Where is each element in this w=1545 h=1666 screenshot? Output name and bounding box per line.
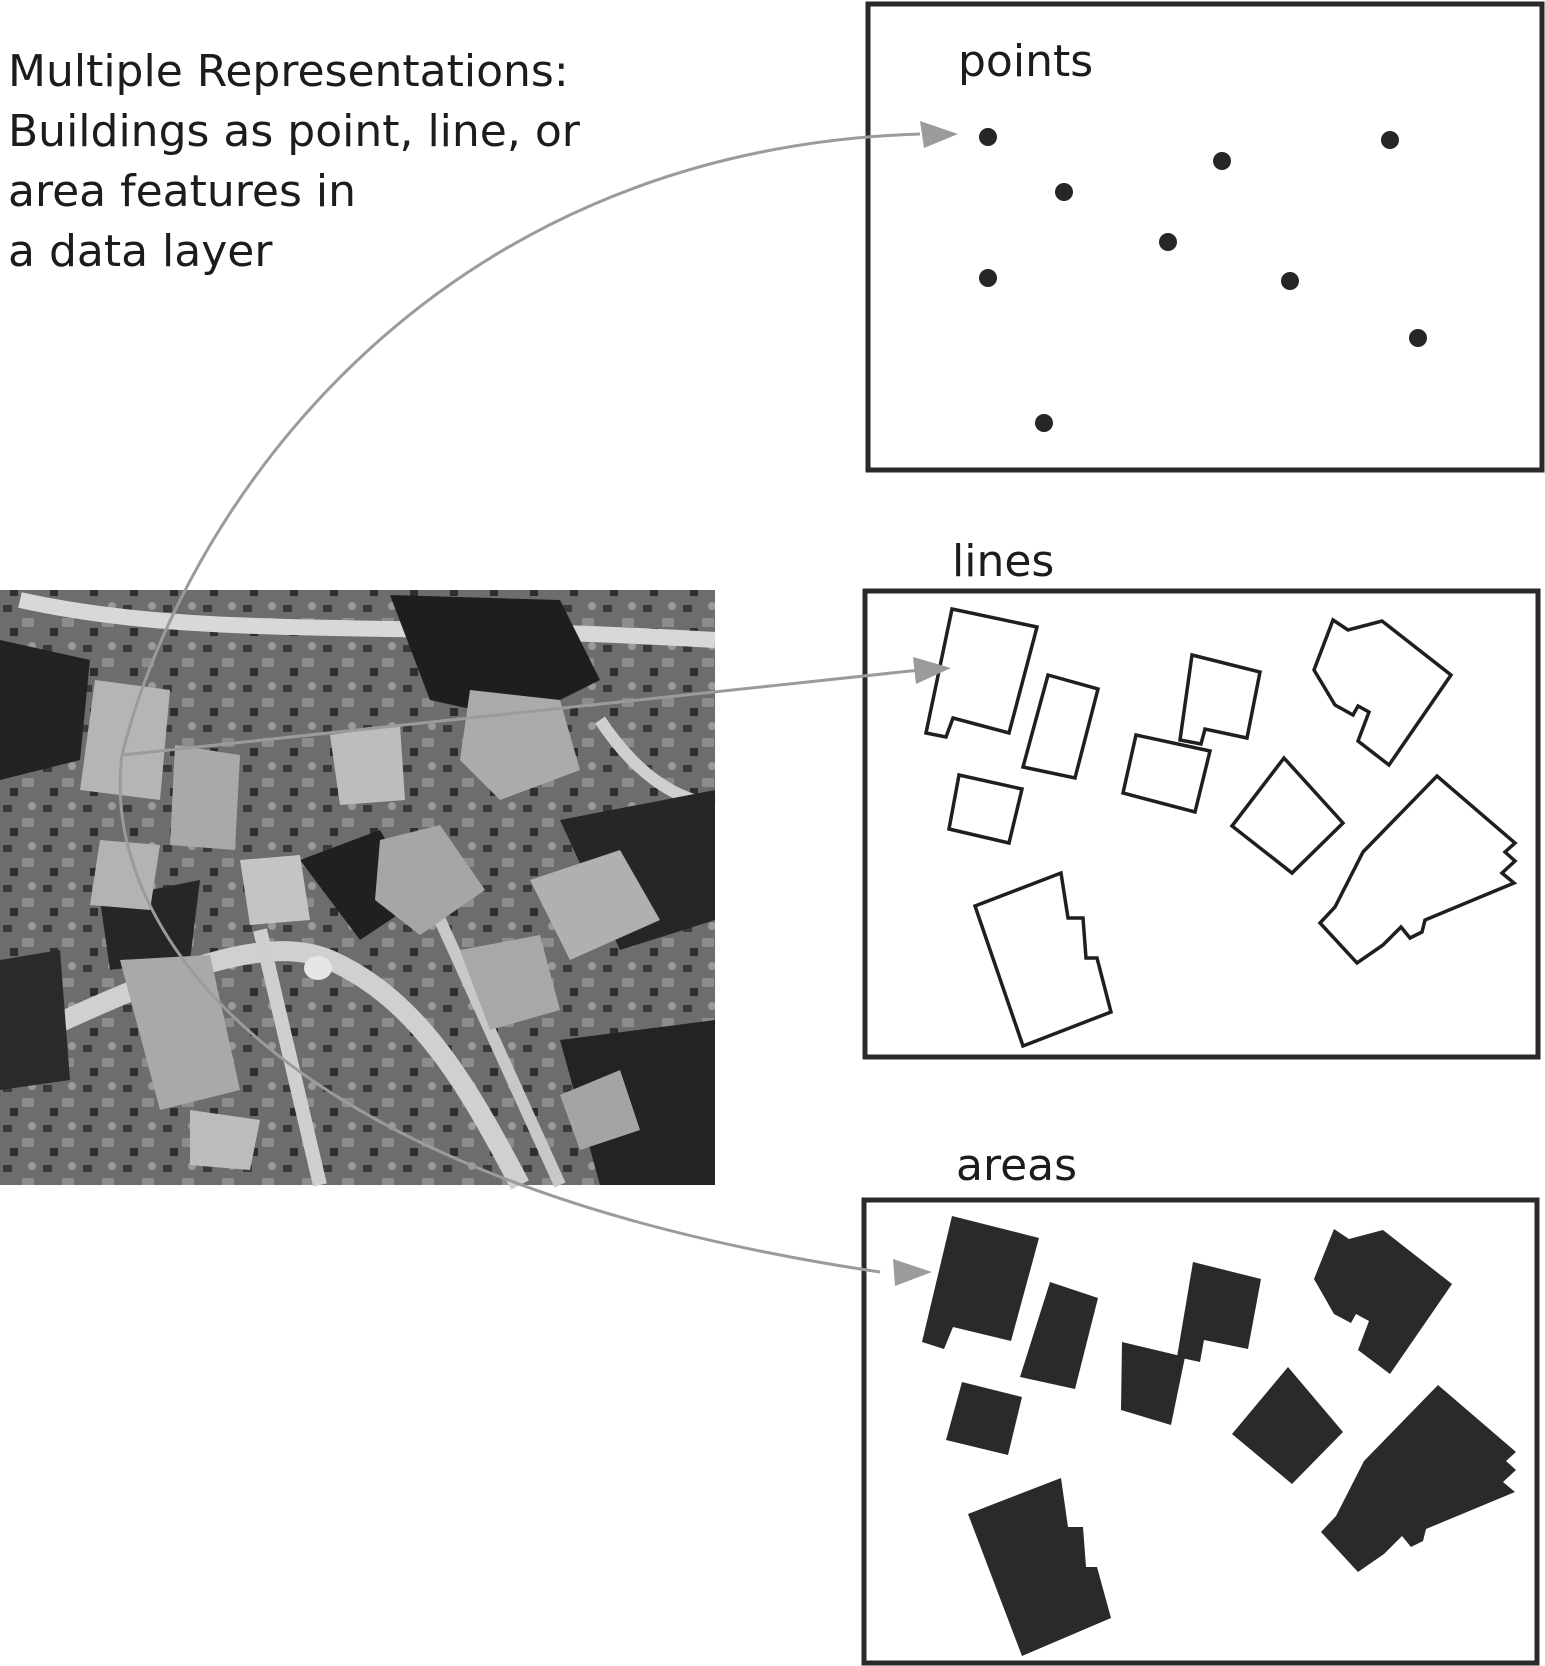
title-line-2: Buildings as point, line, or [8,106,581,157]
building-outline [923,606,1040,740]
point-marker [1213,152,1231,170]
arrow-to-lines [121,668,921,757]
point-marker [979,128,997,146]
aerial-photo [0,590,716,1190]
point-marker [1381,131,1399,149]
points-label: points [958,36,1093,87]
building-area [1232,1367,1343,1484]
lines-label: lines [952,536,1054,587]
building-outline [1178,652,1263,747]
building-outline [972,870,1114,1049]
arrow-to-areas-head [893,1259,932,1286]
building-area [1121,1342,1185,1425]
point-marker [1409,329,1427,347]
arrow-to-areas [118,754,881,1274]
building-outline [1312,617,1454,768]
building-area [1321,1385,1516,1572]
title-line-1: Multiple Representations: [8,46,569,97]
building-outline [1020,672,1101,781]
title-line-3: area features in [8,166,356,217]
building-area [922,1216,1039,1349]
lines-panel: lines [862,536,1541,1060]
points-frame [865,1,1545,473]
building-area [968,1478,1111,1656]
building-area [946,1382,1022,1455]
point-marker [1159,233,1177,251]
connector-arrows [118,121,958,1286]
point-marker [1055,183,1073,201]
lines-frame [862,588,1541,1060]
building-outline [1120,732,1213,815]
point-marker [979,269,997,287]
title-block: Multiple Representations: Buildings as p… [8,46,581,277]
building-outline [946,772,1025,846]
point-markers [979,128,1427,432]
title-line-4: a data layer [8,226,273,277]
points-panel: points [865,1,1545,473]
building-outlines [923,606,1518,1049]
arrow-to-lines-head [913,657,951,684]
arrow-to-points [120,132,921,756]
building-outline [1317,773,1518,966]
point-marker [1035,414,1053,432]
areas-panel: areas [861,1140,1540,1666]
building-areas [922,1216,1516,1656]
arrow-to-points-head [920,121,958,148]
building-area [1020,1282,1098,1389]
point-marker [1281,272,1299,290]
areas-label: areas [956,1140,1077,1191]
building-outline [1229,755,1346,876]
building-area [1314,1229,1452,1374]
building-area [1177,1262,1261,1362]
